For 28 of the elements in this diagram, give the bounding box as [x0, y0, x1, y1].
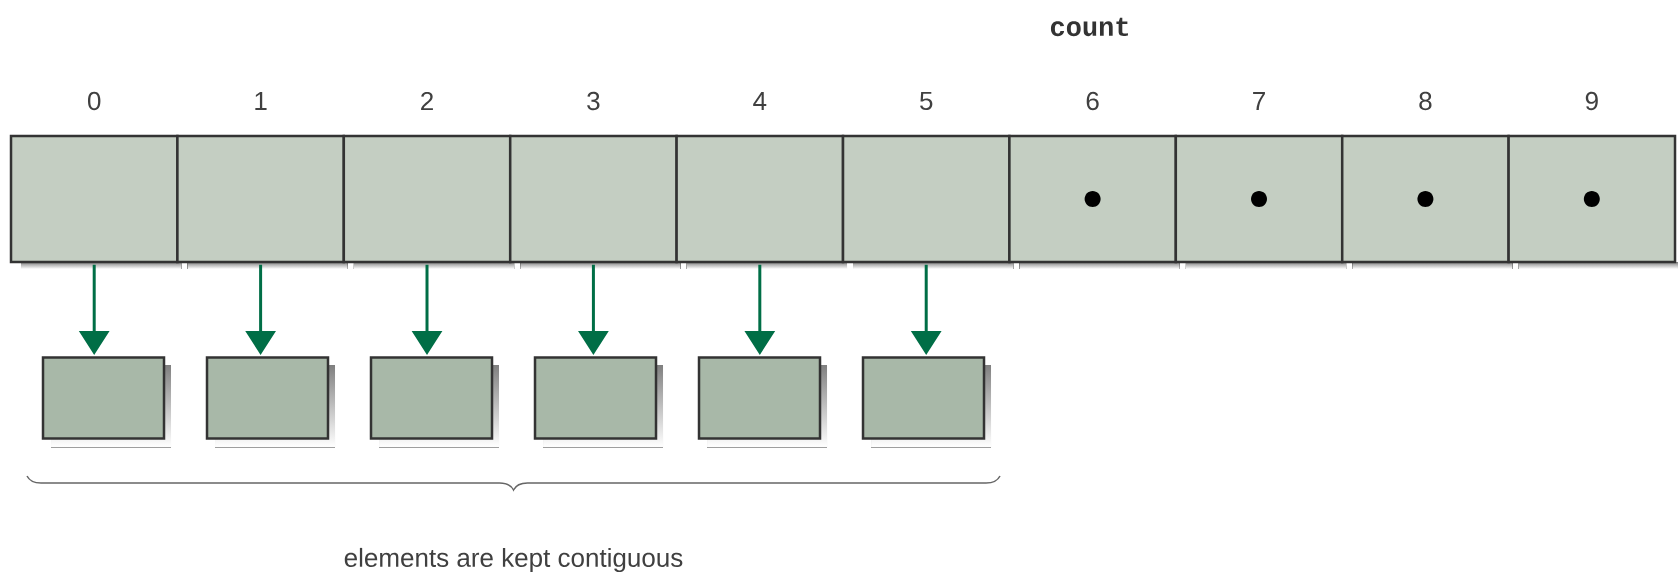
index-number: 7 [1253, 92, 1265, 110]
element-box [861, 356, 991, 448]
index-number: 6 [1086, 91, 1099, 111]
array-cell [9, 134, 182, 269]
index-number: 5 [920, 91, 933, 111]
array-cell [1340, 134, 1513, 269]
array-cell [1174, 134, 1347, 269]
element-box [697, 356, 827, 448]
array-cell [508, 134, 681, 269]
caption-text: elements are kept contiguous [344, 547, 683, 573]
index-number: 1 [255, 92, 267, 110]
index-number: 8 [1419, 91, 1432, 111]
element-box [533, 356, 663, 448]
array-cell [841, 134, 1014, 269]
array-cell [176, 134, 348, 269]
index-number: 0 [88, 91, 101, 111]
index-number: 3 [587, 91, 600, 111]
variable-name: count [1050, 17, 1128, 37]
index-number: 2 [421, 91, 433, 111]
index-number: 4 [753, 92, 767, 110]
element-box [41, 356, 171, 448]
element-box [369, 356, 499, 448]
index-number: 9 [1585, 91, 1598, 111]
array-cell [1008, 134, 1180, 269]
array-cell [342, 134, 515, 269]
array-cell [1507, 134, 1678, 269]
element-box [205, 356, 335, 448]
array-cell [675, 134, 847, 269]
